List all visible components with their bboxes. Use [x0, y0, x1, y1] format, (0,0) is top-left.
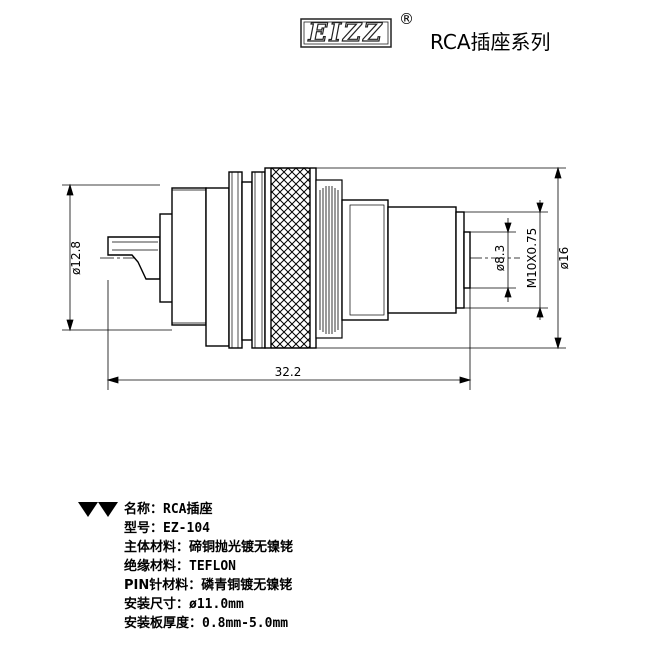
technical-drawing: ø12.8 32.2 ø8.3 M10X0.75 ø16: [62, 166, 571, 390]
spec-item-name: 名称：RCA插座: [124, 502, 213, 517]
dim-left-diameter-label: ø12.8: [69, 241, 83, 275]
spec-item-mount-size: 安装尺寸：ø11.0mm: [124, 597, 244, 612]
dim-inner-diameter: [470, 218, 516, 302]
knurled-nut: [264, 167, 317, 349]
dim-overall-length-label: 32.2: [275, 365, 302, 379]
rear-insulator: [159, 187, 207, 326]
logo-text: EIZZ: [308, 17, 384, 47]
thread-section: [315, 179, 343, 339]
double-triangle-icon: [78, 502, 118, 517]
dim-outer-diameter-label: ø16: [557, 247, 571, 270]
solder-cup: [107, 236, 161, 280]
header: EIZZ ® RCA插座系列: [300, 10, 620, 54]
dim-thread-label: M10X0.75: [525, 228, 539, 289]
spec-item-panel-thickness: 安装板厚度：0.8mm-5.0mm: [124, 616, 289, 631]
spec-item-body-material: 主体材料：碲铜抛光镀无镍铑: [124, 540, 294, 555]
spec-item-model: 型号：EZ-104: [124, 521, 210, 536]
spec-list: 名称：RCA插座 型号：EZ-104 主体材料：碲铜抛光镀无镍铑 绝缘材料：TE…: [124, 500, 293, 633]
dim-left-diameter: [62, 183, 172, 332]
dim-inner-diameter-label: ø8.3: [493, 245, 507, 271]
registered-mark: ®: [399, 10, 414, 28]
spec-item-pin-material: PIN针材料：磷青铜镀无镍铑: [124, 578, 293, 593]
eizz-logo: EIZZ: [300, 17, 392, 48]
socket-barrel: [341, 199, 471, 321]
page-title: RCA插座系列: [430, 30, 551, 54]
dim-outer-diameter: [316, 166, 566, 350]
dim-thread: [464, 200, 548, 320]
dim-overall-length: [106, 280, 472, 390]
spec-item-insulation: 绝缘材料：TEFLON: [124, 559, 236, 574]
mounting-flange: [205, 171, 266, 349]
